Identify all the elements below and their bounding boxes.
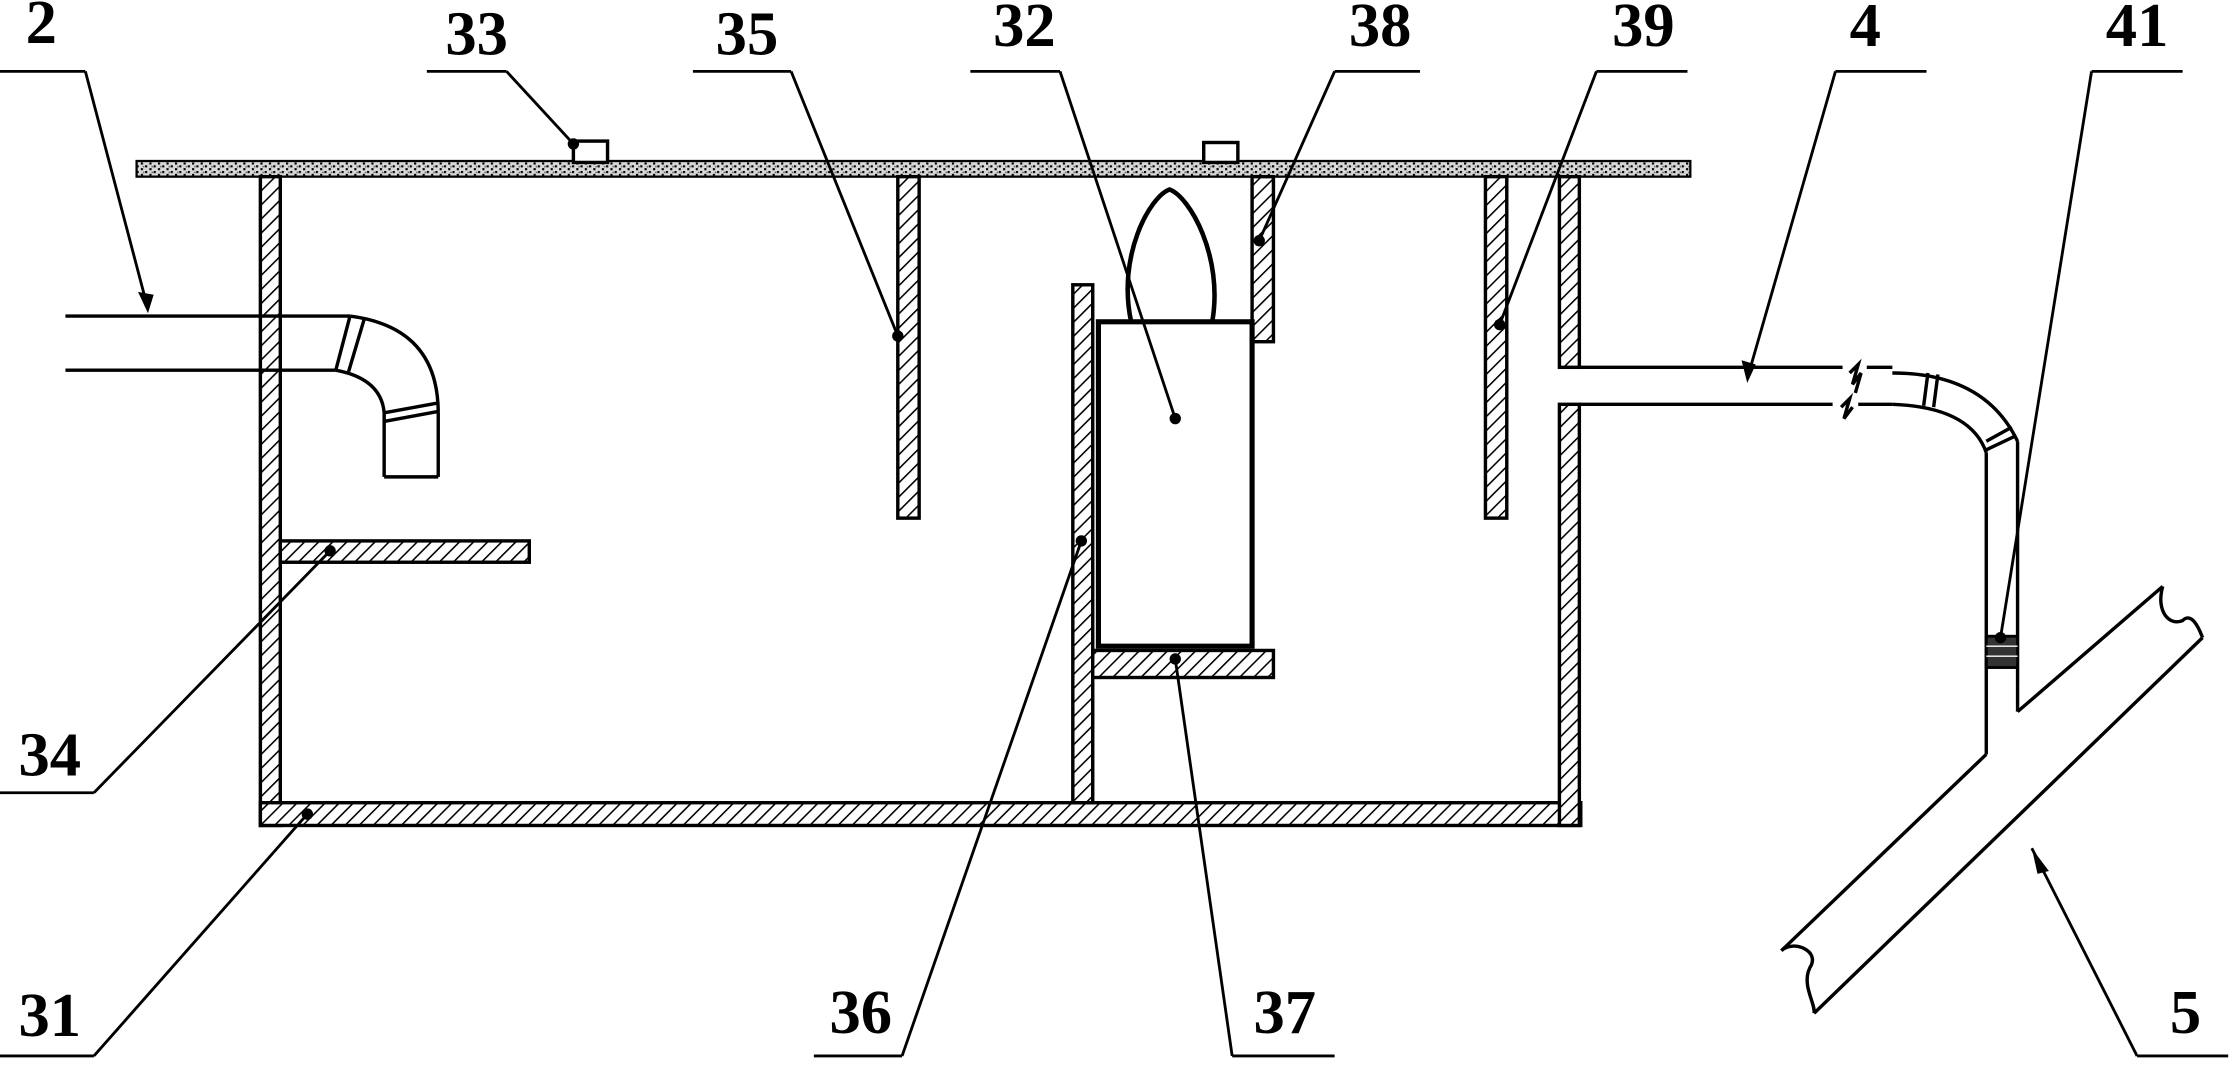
arrow-2 (138, 291, 154, 314)
leader-lines (0, 69, 2229, 1058)
cover-handle-right (1202, 140, 1240, 165)
callout-35: 35 (716, 0, 779, 68)
cover-handle-left (571, 139, 610, 165)
callout-31: 31 (18, 980, 81, 1050)
callout-41: 41 (2106, 0, 2169, 60)
tank-bottom-wall (258, 800, 1583, 828)
baffle-39 (1483, 174, 1509, 520)
sewer-main-pipe (1780, 585, 2205, 1015)
tank-body (258, 174, 1583, 828)
leader-dots (301, 138, 2007, 820)
filter-cartridge-32 (1095, 319, 1255, 649)
callout-32: 32 (993, 0, 1056, 60)
callout-38: 38 (1349, 0, 1412, 60)
callout-33: 33 (445, 0, 508, 68)
arrow-4 (1741, 360, 1756, 383)
tank-right-wall-lower (1557, 402, 1582, 828)
baffle-34 (278, 539, 532, 564)
cover-plate (135, 159, 1692, 178)
support-plate-37 (1091, 648, 1276, 680)
callout-36: 36 (830, 977, 893, 1047)
callout-39: 39 (1612, 0, 1675, 60)
callout-5: 5 (2170, 977, 2201, 1047)
baffle-38 (1250, 174, 1276, 344)
inlet-pipe (65, 314, 440, 479)
tank-right-wall-upper (1557, 174, 1582, 370)
tank-left-wall (258, 174, 283, 828)
callout-4: 4 (1850, 0, 1881, 60)
check-valve-41 (1984, 634, 2019, 669)
baffle-35 (896, 174, 921, 520)
callout-37: 37 (1254, 977, 1317, 1047)
callout-2: 2 (26, 0, 57, 57)
callout-34: 34 (18, 720, 81, 790)
outlet-pipe (1579, 358, 2020, 755)
lifting-loop (1125, 187, 1217, 323)
